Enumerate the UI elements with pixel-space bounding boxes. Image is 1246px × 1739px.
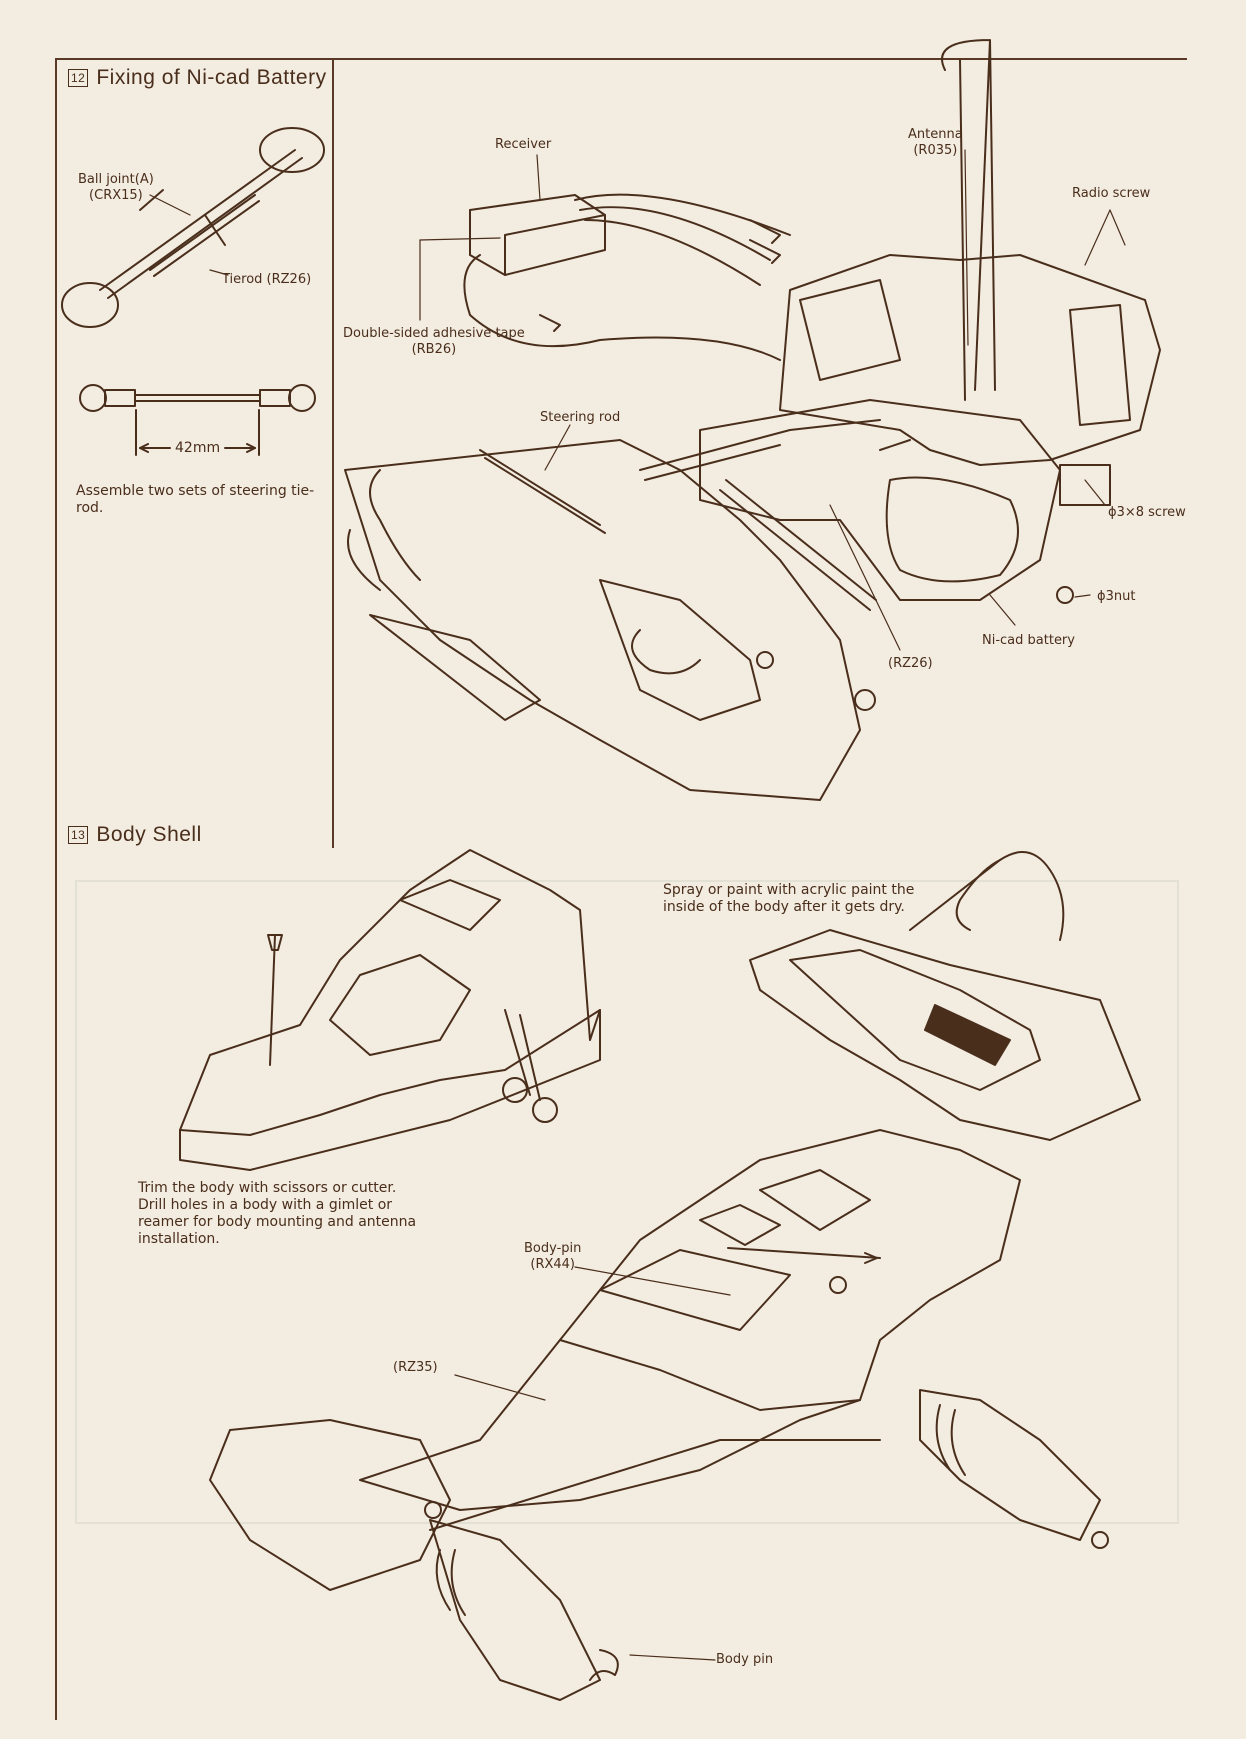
rz26-label: (RZ26) (888, 656, 933, 671)
battery-label: Ni-cad battery (982, 633, 1075, 648)
section-13-heading: Body Shell (96, 823, 202, 846)
section-frame-12 (55, 58, 1187, 850)
section-frame-13 (55, 815, 1187, 1720)
antenna-part: (R035) (913, 143, 958, 158)
tierod-label: Tierod (RZ26) (222, 272, 312, 287)
leader-lines-13 (454, 1266, 731, 1661)
trim-note-line-4: installation. (138, 1231, 220, 1247)
body-pin-top-name: Body-pin (524, 1241, 582, 1256)
chassis-drawing (344, 39, 1161, 801)
divider-vertical (332, 58, 334, 848)
body-pin-label: Body pin (716, 1652, 774, 1667)
spray-note: Spray or paint with acrylic paint the in… (663, 882, 914, 916)
section-12-title: 12 Fixing of Ni-cad Battery (68, 66, 327, 90)
tape-label: Double-sided adhesive tape (RB26) (343, 326, 525, 358)
tierod-assembled-drawing (79, 384, 316, 456)
section-13-title: 13 Body Shell (68, 823, 202, 847)
tierod-exploded-drawing (61, 127, 325, 328)
body-pin-top-label: Body-pin (RX44) (524, 1241, 581, 1273)
section-13-number: 13 (68, 826, 89, 844)
body-on-chassis-drawing (209, 1129, 1109, 1701)
steering-note: Assemble two sets of steering tie-rod. (76, 483, 315, 516)
leader-lines-12 (149, 149, 1126, 651)
show-through-table (75, 880, 1179, 1524)
screw-label: ϕ3×8 screw (1108, 505, 1186, 520)
nut-label: ϕ3nut (1097, 589, 1136, 604)
ball-joint-part: (CRX15) (89, 188, 143, 203)
receiver-label: Receiver (495, 137, 552, 152)
trim-note-line-1: Trim the body with scissors or cutter. (138, 1180, 397, 1196)
spray-note-line-1: Spray or paint with acrylic paint the (663, 882, 915, 898)
body-shell-paint-drawing (749, 851, 1141, 1141)
trim-note-line-3: reamer for body mounting and antenna (138, 1214, 417, 1230)
spray-note-line-2: inside of the body after it gets dry. (663, 899, 905, 915)
rz35-label: (RZ35) (393, 1360, 438, 1375)
tape-name: Double-sided adhesive tape (343, 326, 525, 341)
antenna-label: Antenna (R035) (908, 127, 963, 159)
antenna-name: Antenna (908, 127, 963, 142)
dimension-label: 42mm (175, 440, 221, 456)
ball-joint-name: Ball joint(A) (78, 172, 154, 187)
steering-rod-label: Steering rod (540, 410, 621, 425)
ball-joint-label: Ball joint(A) (CRX15) (78, 172, 154, 204)
body-pin-top-part: (RX44) (530, 1257, 575, 1272)
tape-part: (RB26) (411, 342, 457, 357)
section-12-heading: Fixing of Ni-cad Battery (96, 66, 327, 89)
body-shell-trim-drawing (179, 849, 601, 1171)
trim-note: Trim the body with scissors or cutter. D… (138, 1180, 416, 1248)
radio-screw-label: Radio screw (1072, 186, 1151, 201)
section-12-number: 12 (68, 69, 89, 87)
trim-note-line-2: Drill holes in a body with a gimlet or (138, 1197, 393, 1213)
